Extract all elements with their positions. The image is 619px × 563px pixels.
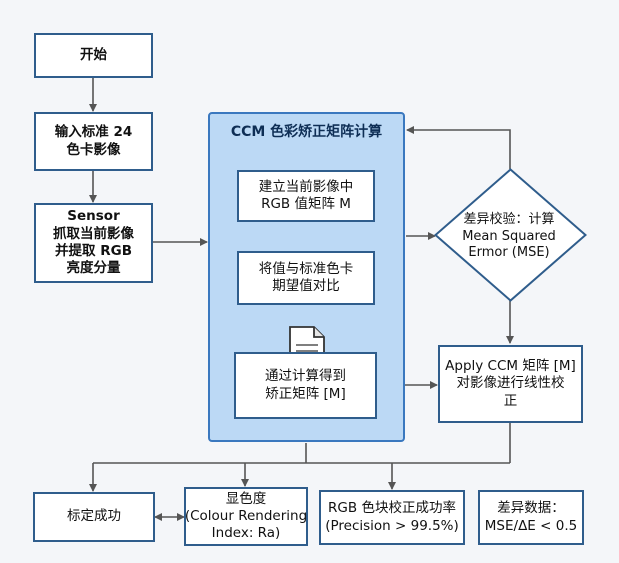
cri-label-line-3: Index: Ra): [211, 525, 281, 542]
mse-decision-diamond: [434, 168, 587, 302]
ccm-group-title: CCM 色彩矫正矩阵计算: [230, 124, 383, 140]
success-label: 标定成功: [67, 508, 121, 525]
arrow-mse-feedback: [406, 126, 511, 169]
compute-label-line-2: 矫正矩阵 [M]: [265, 385, 346, 402]
start-node: 开始: [34, 33, 153, 78]
diff-data-node: 差异数据： MSE/ΔE < 0.5: [478, 490, 584, 545]
input-label-line-2: 色卡影像: [66, 141, 121, 158]
input-label-line-1: 输入标准 24: [54, 124, 133, 141]
compute-label-line-1: 通过计算得到: [265, 368, 346, 385]
cri-label-line-1: 显色度: [225, 490, 267, 507]
sensor-label-line-3: 并提取 RGB: [55, 243, 132, 259]
build-matrix-node: 建立当前影像中 RGB 值矩阵 M: [237, 170, 375, 222]
compute-matrix-node: 通过计算得到 矫正矩阵 [M]: [234, 352, 377, 419]
mse-label-line-2: Mean Squared: [462, 228, 556, 244]
mse-decision-label: 差异校验：计算 Mean Squared Ermor (MSE): [446, 207, 572, 267]
compare-label-line-2: 期望值对比: [272, 278, 340, 294]
mse-label-line-1: 差异校验：计算: [463, 211, 555, 227]
cri-node: 显色度 (Colour Rendering Index: Ra): [184, 487, 308, 546]
sensor-label-line-4: 亮度分量: [66, 260, 121, 277]
apply-label-line-3: 正: [503, 392, 518, 409]
precision-node: RGB 色块校正成功率 (Precision > 99.5%): [319, 490, 465, 545]
sensor-node: Sensor 抓取当前影像 并提取 RGB 亮度分量: [34, 203, 153, 283]
apply-ccm-node: Apply CCM 矩阵 [M] 对影像进行线性校 正: [438, 345, 583, 423]
compare-label-line-1: 将值与标准色卡: [258, 260, 354, 277]
sensor-label-line-1: Sensor: [67, 208, 120, 225]
build-label-line-2: RGB 值矩阵 M: [261, 196, 351, 212]
build-label-line-1: 建立当前影像中: [258, 178, 354, 195]
mse-label-line-3: Ermor (MSE): [468, 245, 550, 261]
apply-label-line-1: Apply CCM 矩阵 [M]: [445, 358, 576, 375]
precision-label-line-2: (Precision > 99.5%): [325, 517, 459, 534]
start-label: 开始: [80, 46, 107, 63]
compare-node: 将值与标准色卡 期望值对比: [237, 251, 375, 305]
cri-label-line-2: (Colour Rendering: [184, 507, 308, 524]
success-node: 标定成功: [33, 492, 155, 542]
precision-label-line-1: RGB 色块校正成功率: [328, 500, 456, 517]
input-node: 输入标准 24 色卡影像: [34, 112, 153, 171]
sensor-label-line-2: 抓取当前影像: [53, 225, 134, 242]
diff-label-line-2: MSE/ΔE < 0.5: [484, 517, 578, 534]
apply-label-line-2: 对影像进行线性校: [456, 375, 565, 392]
diff-label-line-1: 差异数据：: [497, 500, 565, 517]
